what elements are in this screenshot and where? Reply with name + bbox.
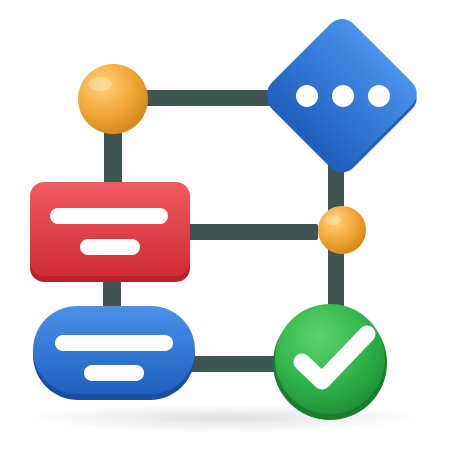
connector-diamond-to-junction [328, 160, 344, 215]
check-icon [293, 325, 376, 390]
ellipsis-icon [296, 85, 390, 107]
done-circle [273, 304, 387, 420]
ellipsis-dot-1 [296, 85, 318, 107]
ground-shadow [25, 404, 425, 432]
connectors [103, 90, 344, 372]
text-lines-icon [55, 335, 173, 381]
text-line-long [50, 208, 168, 224]
text-line-long [55, 335, 173, 351]
start-circle [78, 64, 148, 134]
connector-start-to-diamond [140, 90, 280, 106]
connector-start-to-process [104, 125, 122, 190]
terminal-pill [33, 306, 195, 400]
process-rectangle [30, 182, 190, 282]
text-line-short [80, 239, 140, 255]
text-lines-icon [50, 208, 168, 255]
text-line-short [84, 365, 144, 381]
decision-diamond [267, 19, 417, 173]
connector-process-to-junction [186, 224, 318, 240]
connector-junction-to-done [328, 248, 344, 308]
connector-process-to-pill [103, 278, 121, 314]
ellipsis-dot-2 [332, 85, 354, 107]
ellipsis-dot-3 [368, 85, 390, 107]
junction-circle [318, 206, 366, 254]
connector-pill-to-done [190, 356, 280, 372]
